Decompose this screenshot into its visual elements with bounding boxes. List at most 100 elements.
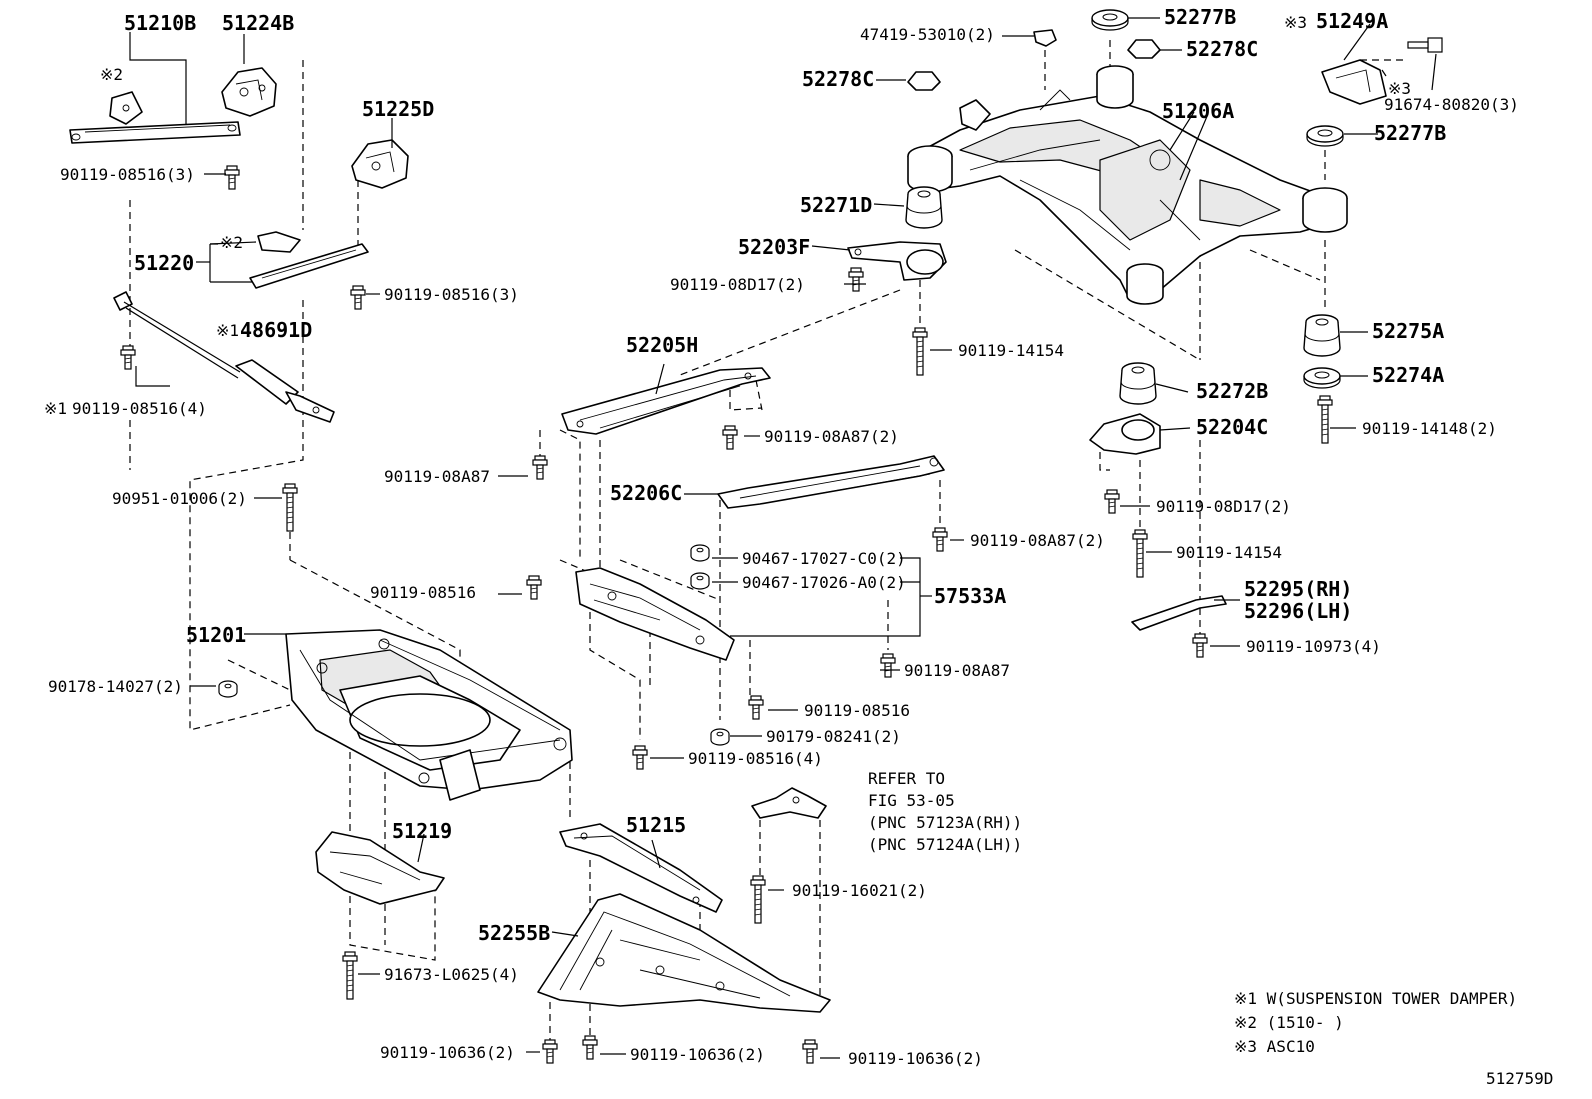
label-f18: 90119-08A87(2) bbox=[764, 427, 899, 446]
part-52275a-bushing bbox=[1303, 314, 1341, 357]
label-f24: 91674-80820(3) bbox=[1384, 95, 1519, 114]
label-f1: 90119-08516(3) bbox=[60, 165, 195, 184]
label-f28: 90119-10973(4) bbox=[1246, 637, 1381, 656]
part-91674-bolt bbox=[1407, 37, 1443, 53]
mark-2-a: ※2 bbox=[100, 65, 123, 84]
part-refer-bracket bbox=[751, 787, 827, 819]
label-f8: 90119-10636(2) bbox=[630, 1045, 765, 1064]
label-f15: 90119-08516 bbox=[370, 583, 476, 602]
part-52278c-top-cap bbox=[1127, 39, 1161, 59]
part-52274a-washer bbox=[1303, 367, 1341, 389]
label-f9: 90119-10636(2) bbox=[848, 1049, 983, 1068]
label-52277b-top: 52277B bbox=[1164, 5, 1236, 29]
part-51220-brace bbox=[249, 231, 369, 289]
label-51219: 51219 bbox=[392, 819, 452, 843]
label-52206c: 52206C bbox=[610, 481, 682, 505]
label-52278c-top: 52278C bbox=[1186, 37, 1258, 61]
figure-id: 512759D bbox=[1486, 1069, 1553, 1088]
mark-1-a: ※1 bbox=[216, 321, 239, 340]
reference-marks: ※2 ※2 ※1 ※1 ※3 ※3 bbox=[44, 13, 1411, 418]
label-51215: 51215 bbox=[626, 813, 686, 837]
label-52255b: 52255B bbox=[478, 921, 550, 945]
footnote-1: ※1 W(SUSPENSION TOWER DAMPER) bbox=[1234, 989, 1517, 1008]
footnote-3: ※3 ASC10 bbox=[1234, 1037, 1315, 1056]
part-51219-plate bbox=[315, 831, 445, 905]
label-51201: 51201 bbox=[186, 623, 246, 647]
mark-1-b: ※1 bbox=[44, 399, 67, 418]
label-f19: 90119-08A87 bbox=[904, 661, 1010, 680]
fastener-labels: 90119-08516(3) 90119-08516(3) 90119-0851… bbox=[48, 25, 1519, 1068]
part-51224b-bracket bbox=[221, 67, 277, 117]
part-52255b-under-cover bbox=[537, 893, 831, 1013]
label-f16: 90467-17027-C0(2) bbox=[742, 549, 906, 568]
part-52204c-bracket bbox=[1089, 413, 1161, 455]
footnotes: ※1 W(SUSPENSION TOWER DAMPER) ※2 (1510- … bbox=[1234, 989, 1553, 1088]
label-f25: 90119-14148(2) bbox=[1362, 419, 1497, 438]
label-f23: 47419-53010(2) bbox=[860, 25, 995, 44]
footnote-2: ※2 (1510- ) bbox=[1234, 1013, 1344, 1032]
label-f10: 90119-16021(2) bbox=[792, 881, 927, 900]
label-52272b: 52272B bbox=[1196, 379, 1268, 403]
part-51249a-bracket bbox=[1321, 59, 1387, 105]
label-52204c: 52204C bbox=[1196, 415, 1268, 439]
label-f4: 90951-01006(2) bbox=[112, 489, 247, 508]
label-f12: 90179-08241(2) bbox=[766, 727, 901, 746]
label-52205h: 52205H bbox=[626, 333, 698, 357]
label-f6: 91673-L0625(4) bbox=[384, 965, 519, 984]
label-48691d: 48691D bbox=[240, 318, 312, 342]
part-labels: 51210B 51224B 51225D 51220 48691D 51201 … bbox=[124, 5, 1446, 945]
part-48691d-tower-damper bbox=[113, 291, 335, 423]
assembly-lines bbox=[129, 40, 1405, 1040]
mark-2-b: ※2 bbox=[220, 233, 243, 252]
refer-note: REFER TO FIG 53-05 (PNC 57123A(RH)) (PNC… bbox=[868, 769, 1022, 854]
label-51249a: 51249A bbox=[1316, 9, 1388, 33]
refer-line-3: (PNC 57123A(RH)) bbox=[868, 813, 1022, 832]
mark-3-a: ※3 bbox=[1284, 13, 1307, 32]
label-52275a: 52275A bbox=[1372, 319, 1444, 343]
label-52278c-left: 52278C bbox=[802, 67, 874, 91]
label-f11: 90119-08516(4) bbox=[688, 749, 823, 768]
label-f13: 90119-08516 bbox=[804, 701, 910, 720]
part-51206a-rear-suspension-member bbox=[907, 65, 1348, 305]
part-57533a-plate bbox=[575, 567, 735, 661]
part-47419-pin bbox=[1033, 29, 1057, 47]
label-51206a: 51206A bbox=[1162, 99, 1234, 123]
label-f21: 90119-08D17(2) bbox=[670, 275, 805, 294]
label-f17: 90467-17026-A0(2) bbox=[742, 573, 906, 592]
label-f5: 90178-14027(2) bbox=[48, 677, 183, 696]
refer-line-1: REFER TO bbox=[868, 769, 945, 788]
label-52295: 52295(RH) bbox=[1244, 577, 1352, 601]
part-52277b-right-washer bbox=[1306, 125, 1344, 147]
label-f7: 90119-10636(2) bbox=[380, 1043, 515, 1062]
label-51220: 51220 bbox=[134, 251, 194, 275]
part-51201-front-crossmember bbox=[285, 629, 573, 801]
label-f26: 90119-08D17(2) bbox=[1156, 497, 1291, 516]
label-51210b: 51210B bbox=[124, 11, 196, 35]
part-52295-plate bbox=[1131, 595, 1227, 631]
label-52277b-right: 52277B bbox=[1374, 121, 1446, 145]
label-52271d: 52271D bbox=[800, 193, 872, 217]
label-51224b: 51224B bbox=[222, 11, 294, 35]
part-52277b-top-washer bbox=[1091, 9, 1129, 31]
mark-3-b: ※3 bbox=[1388, 79, 1411, 98]
label-f27: 90119-14154 bbox=[1176, 543, 1282, 562]
part-52203f-bracket bbox=[847, 241, 947, 281]
label-f14: 90119-08A87 bbox=[384, 467, 490, 486]
part-52206c-brace bbox=[717, 455, 945, 509]
refer-line-4: (PNC 57124A(LH)) bbox=[868, 835, 1022, 854]
label-52203f: 52203F bbox=[738, 235, 810, 259]
label-f2: 90119-08516(3) bbox=[384, 285, 519, 304]
label-52274a: 52274A bbox=[1372, 363, 1444, 387]
part-52278c-left-cap bbox=[907, 71, 941, 91]
refer-line-2: FIG 53-05 bbox=[868, 791, 955, 810]
part-51225d-bracket bbox=[351, 139, 409, 189]
label-52296: 52296(LH) bbox=[1244, 599, 1352, 623]
leader-lines bbox=[129, 17, 1437, 1059]
part-51210b-brace bbox=[69, 91, 241, 144]
label-f22: 90119-14154 bbox=[958, 341, 1064, 360]
part-52205h-brace bbox=[561, 367, 771, 435]
label-57533a: 57533A bbox=[934, 584, 1006, 608]
label-f3: 90119-08516(4) bbox=[72, 399, 207, 418]
part-51215-brace bbox=[559, 823, 723, 913]
